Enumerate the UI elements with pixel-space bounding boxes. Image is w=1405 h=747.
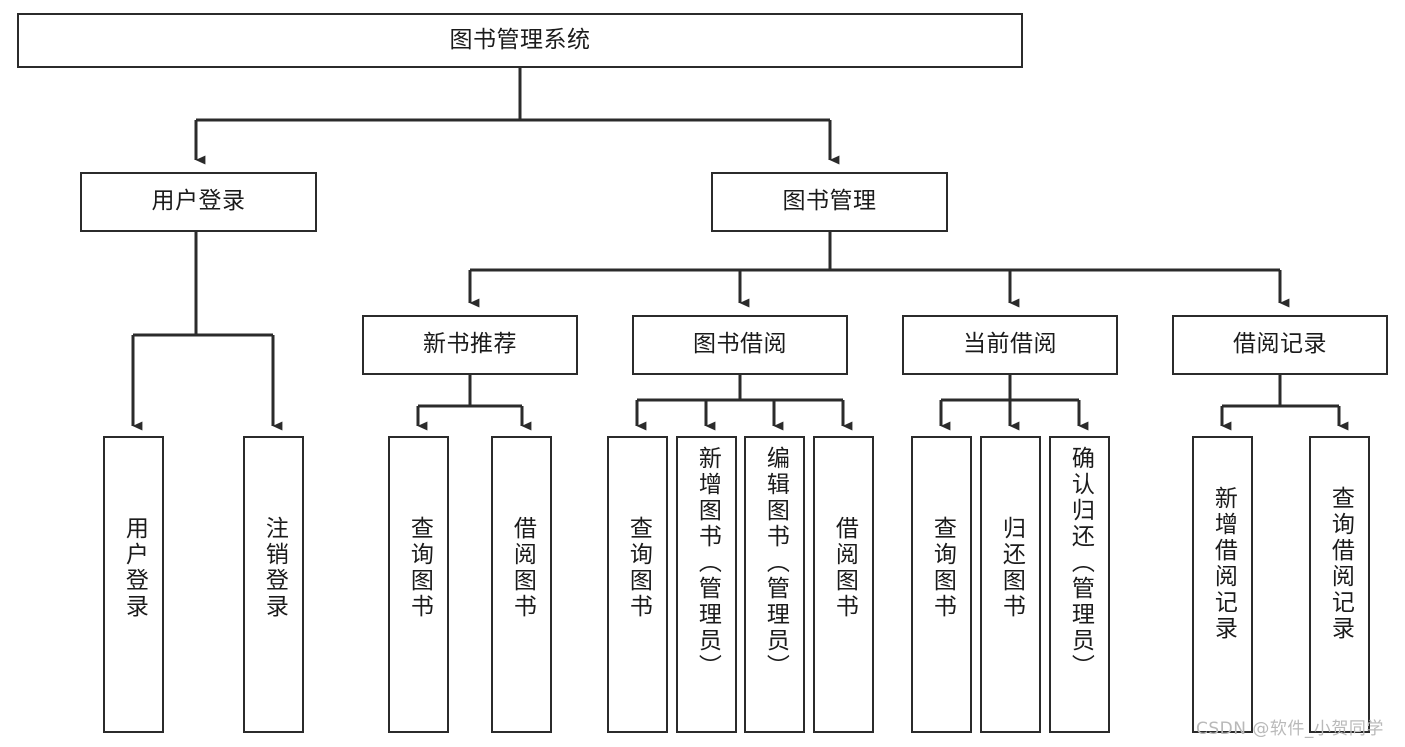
leaf-borrow-add-book-admin-label: 新增图书（管理员）: [694, 446, 721, 680]
leaf-current-query-book-label: 查询图书: [929, 516, 956, 620]
node-new-book-recommend[interactable]: 新书推荐: [362, 315, 578, 375]
leaf-record-add-borrow-record[interactable]: 新增借阅记录: [1192, 436, 1253, 733]
leaf-user-login-login-label: 用户登录: [121, 516, 148, 620]
leaf-current-confirm-return-admin[interactable]: 确认归还（管理员）: [1049, 436, 1110, 733]
node-current-borrow[interactable]: 当前借阅: [902, 315, 1118, 375]
node-borrow-record[interactable]: 借阅记录: [1172, 315, 1388, 375]
leaf-borrow-query-book[interactable]: 查询图书: [607, 436, 668, 733]
leaf-borrow-edit-book-admin[interactable]: 编辑图书（管理员）: [744, 436, 805, 733]
leaf-record-add-borrow-record-label: 新增借阅记录: [1210, 486, 1237, 642]
leaf-record-query-borrow-record-label: 查询借阅记录: [1327, 486, 1354, 642]
leaf-new-book-borrow-label: 借阅图书: [509, 516, 536, 620]
node-user-login[interactable]: 用户登录: [80, 172, 317, 232]
leaf-current-return-book-label: 归还图书: [998, 516, 1025, 620]
node-book-management-label: 图书管理: [782, 188, 877, 215]
leaf-new-book-query-label: 查询图书: [406, 516, 433, 620]
leaf-borrow-edit-book-admin-label: 编辑图书（管理员）: [762, 446, 789, 680]
node-current-borrow-label: 当前借阅: [963, 331, 1057, 358]
node-book-borrow[interactable]: 图书借阅: [632, 315, 848, 375]
node-new-book-recommend-label: 新书推荐: [423, 331, 517, 358]
node-root-label: 图书管理系统: [449, 26, 591, 53]
leaf-user-login-logout-label: 注销登录: [261, 516, 288, 620]
node-root-library-system[interactable]: 图书管理系统: [17, 13, 1023, 68]
leaf-new-book-borrow[interactable]: 借阅图书: [491, 436, 552, 733]
node-borrow-record-label: 借阅记录: [1233, 331, 1327, 358]
leaf-user-login-login[interactable]: 用户登录: [103, 436, 164, 733]
node-book-management[interactable]: 图书管理: [711, 172, 948, 232]
leaf-borrow-query-book-label: 查询图书: [625, 516, 652, 620]
leaf-borrow-borrow-book[interactable]: 借阅图书: [813, 436, 874, 733]
leaf-current-confirm-return-admin-label: 确认归还（管理员）: [1067, 446, 1094, 680]
node-book-borrow-label: 图书借阅: [693, 331, 787, 358]
leaf-new-book-query[interactable]: 查询图书: [388, 436, 449, 733]
leaf-current-return-book[interactable]: 归还图书: [980, 436, 1041, 733]
node-user-login-label: 用户登录: [151, 188, 246, 215]
leaf-user-login-logout[interactable]: 注销登录: [243, 436, 304, 733]
leaf-borrow-borrow-book-label: 借阅图书: [831, 516, 858, 620]
leaf-current-query-book[interactable]: 查询图书: [911, 436, 972, 733]
leaf-borrow-add-book-admin[interactable]: 新增图书（管理员）: [676, 436, 737, 733]
leaf-record-query-borrow-record[interactable]: 查询借阅记录: [1309, 436, 1370, 733]
